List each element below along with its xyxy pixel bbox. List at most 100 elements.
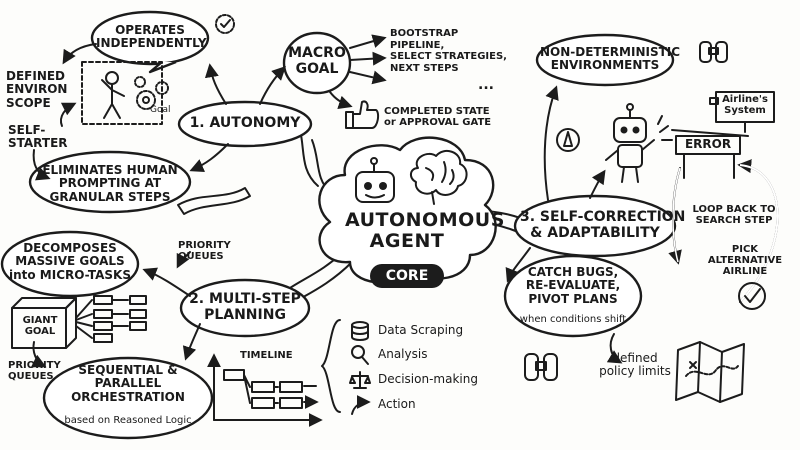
system-line2: System (724, 105, 766, 117)
pick-line2: ALTERNATIVE (707, 255, 783, 267)
macro-item-2: PIPELINE, (390, 39, 445, 51)
orchestration-bubble (42, 356, 214, 440)
environ-scope-illustration (81, 61, 169, 125)
eliminates-bubble (28, 150, 192, 214)
catch-line1: CATCH BUGS, (527, 265, 619, 279)
airline-system-sign (709, 91, 775, 133)
environ-line3: SCOPE (6, 95, 51, 110)
pick-line3: AIRLINE (722, 266, 768, 278)
giant-goal-line2: GOAL (24, 326, 56, 338)
priority-queues-top: PRIORITY QUEUES (178, 240, 231, 262)
completed-line2: or APPROVAL GATE (384, 117, 492, 129)
priority-top-line2: QUEUES (178, 251, 224, 263)
priority-top-line1: PRIORITY (178, 240, 231, 251)
environ-line2: ENVIRON (6, 82, 68, 97)
planning-bubble (179, 278, 311, 338)
macro-goal-bubble (282, 31, 352, 95)
binoculars-icon-bottom (524, 353, 558, 381)
catch-line3: PIVOT PLANS (528, 291, 618, 306)
self-correction-line2: & ADAPTABILITY (530, 224, 660, 241)
operates-independently: OPERATES INDEPENDENTLY (96, 23, 207, 51)
environ-line1: DEFINED (6, 69, 66, 83)
eliminates-human-prompting: ELIMINATES HUMAN PROMPTING AT GRANULAR S… (34, 163, 186, 204)
macro-ellipsis: ... (478, 77, 494, 93)
operates-line1: OPERATES (115, 23, 185, 37)
compass-icon (556, 128, 580, 152)
autonomy-title: 1. AUTONOMY (189, 115, 301, 131)
decomposes-bubble (0, 230, 140, 298)
pick-alternative-label: PICK ALTERNATIVE AIRLINE (700, 244, 790, 278)
orchestration-line3: ORCHESTRATION (71, 389, 185, 404)
eliminates-line3: GRANULAR STEPS (49, 189, 171, 204)
priority-queues-bottom: PRIORITY QUEUES (8, 360, 61, 382)
action-arrow-icon (351, 395, 371, 415)
loop-back-line2: SEARCH STEP (695, 215, 773, 227)
orchestration-line2: PARALLEL (94, 376, 162, 391)
policy-line1: defined (612, 351, 658, 365)
airline-system-label: Airline's System (716, 94, 774, 116)
planning-line2: PLANNING (204, 306, 286, 323)
decomposes-line1: DECOMPOSES (23, 241, 117, 255)
check-circle-icon (738, 282, 766, 310)
catch-bugs-label: CATCH BUGS, RE-EVALUATE, PIVOT PLANS (512, 265, 634, 306)
completed-state: COMPLETED STATE or APPROVAL GATE (384, 106, 491, 128)
robot-figure-illustration (605, 103, 673, 183)
map-icon (675, 341, 745, 403)
self-correction-line1: 3. SELF-CORRECTION (520, 209, 686, 225)
giant-goal-label: GIANT GOAL (14, 315, 66, 337)
priority-bottom-line1: PRIORITY (8, 360, 61, 371)
macro-item-1: BOOTSTRAP (390, 28, 459, 39)
timeline-label: TIMELINE (240, 350, 293, 361)
orchestration-subtitle: based on Reasoned Logic (64, 415, 192, 426)
policy-limits-label: defined policy limits (590, 351, 680, 379)
eliminates-line2: PROMPTING AT (58, 176, 162, 191)
database-icon (351, 321, 369, 341)
self-correction-bubble (513, 194, 677, 258)
macro-goal: MACRO GOAL (288, 45, 346, 77)
magnifier-icon (351, 345, 369, 365)
priority-bottom-line2: QUEUES (8, 371, 54, 383)
completed-line1: COMPLETED STATE (384, 106, 490, 117)
micro-tasks-tree (75, 295, 147, 343)
step-decision-making: Decision-making (378, 372, 478, 386)
catch-line2: RE-EVALUATE, (525, 278, 621, 293)
step-action: Action (378, 397, 416, 411)
center-cloud (318, 136, 497, 284)
self-correction-title: 3. SELF-CORRECTION & ADAPTABILITY (520, 209, 686, 241)
defined-environ-scope: DEFINED ENVIRON SCOPE (6, 69, 68, 110)
center-title-line1: AUTONOMOUS (345, 209, 505, 231)
step-analysis: Analysis (378, 347, 428, 361)
system-line1: Airline's (722, 94, 768, 105)
eliminates-line1: ELIMINATES HUMAN (42, 163, 178, 177)
center-title: AUTONOMOUS AGENT (345, 209, 505, 253)
macro-goal-line1: MACRO (288, 45, 346, 61)
brain-illustration (410, 149, 468, 205)
decomposes-line3: into MICRO-TASKS (8, 267, 132, 282)
non-det-bubble (535, 33, 675, 87)
orchestration-line1: SEQUENTIAL & (78, 363, 178, 377)
pick-line1: PICK (731, 244, 759, 255)
non-det-line1: NON-DETERMINISTIC (540, 45, 681, 59)
decomposes-line2: MASSIVE GOALS (15, 254, 125, 269)
autonomy-bubble (177, 100, 313, 148)
operates-line2: INDEPENDENTLY (96, 36, 207, 51)
scales-icon (349, 371, 371, 389)
goal-tag: Goal (150, 105, 171, 115)
catch-bugs-bubble (503, 254, 643, 338)
error-barrier (671, 129, 749, 179)
starter-line2: STARTER (8, 136, 68, 151)
steps-bracket (321, 319, 341, 413)
policy-line2: policy limits (599, 364, 671, 379)
error-label: ERROR (684, 137, 732, 151)
core-badge: CORE (370, 264, 444, 288)
operates-bubble (90, 10, 210, 66)
giant-goal-line1: GIANT (22, 315, 58, 326)
loop-back-line1: LOOP BACK TO (692, 204, 776, 215)
macro-item-3: SELECT STRATEGIES, (390, 51, 507, 62)
catch-bugs-subtitle: when conditions shift (519, 314, 627, 325)
timeline-diagram (207, 353, 320, 427)
decomposes-goals: DECOMPOSES MASSIVE GOALS into MICRO-TASK… (6, 241, 134, 282)
macro-item-4: NEXT STEPS (390, 62, 459, 74)
